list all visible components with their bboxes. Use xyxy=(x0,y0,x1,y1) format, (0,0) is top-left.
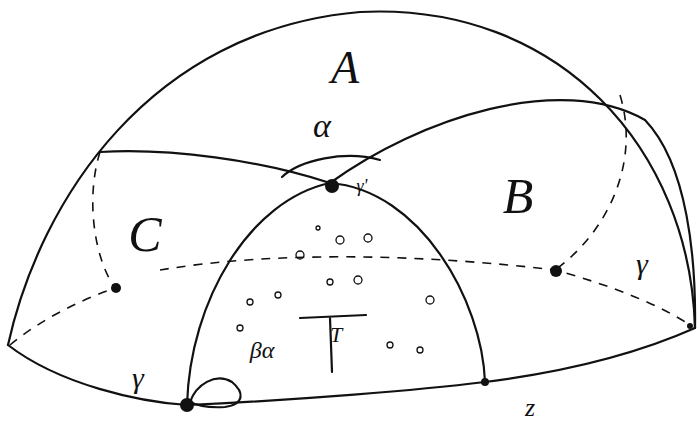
outer-dome xyxy=(8,12,695,345)
region-t-arc xyxy=(187,183,485,405)
region-b-hidden-edge xyxy=(555,95,626,270)
vertex-label: γ xyxy=(132,363,144,393)
angle-label: α xyxy=(313,109,331,143)
texture-mark xyxy=(387,342,393,348)
vertex-dot xyxy=(550,265,562,277)
front-base xyxy=(8,328,695,405)
texture-mark xyxy=(417,347,423,353)
texture-mark xyxy=(426,296,434,304)
texture-mark xyxy=(364,234,372,242)
region-label: C xyxy=(128,209,161,259)
texture-mark xyxy=(316,226,320,230)
region-label: A xyxy=(331,45,359,91)
vertex-dot xyxy=(325,179,339,193)
region-label: B xyxy=(503,171,534,221)
texture-mark xyxy=(247,299,253,305)
tick-mark xyxy=(300,315,366,372)
texture-mark xyxy=(336,236,344,244)
region-b-arc xyxy=(330,100,695,328)
texture-mark xyxy=(237,325,243,331)
vertex-dot xyxy=(481,378,489,386)
texture-mark xyxy=(327,279,333,285)
small-loop xyxy=(190,379,241,408)
region-label: T xyxy=(330,324,342,346)
region-c-hidden-edge xyxy=(93,152,115,288)
vertex-label: γ' xyxy=(357,177,368,195)
back-base xyxy=(10,257,690,345)
vertex-dot xyxy=(111,283,121,293)
vertex-dot xyxy=(687,323,693,329)
vertex-label: γ xyxy=(636,249,648,279)
vertex-dot xyxy=(180,398,194,412)
texture-mark xyxy=(275,292,281,298)
angle-label: βα xyxy=(250,338,275,362)
texture-mark xyxy=(296,251,304,259)
texture-mark xyxy=(354,276,362,284)
vertex-label: z xyxy=(525,395,535,421)
